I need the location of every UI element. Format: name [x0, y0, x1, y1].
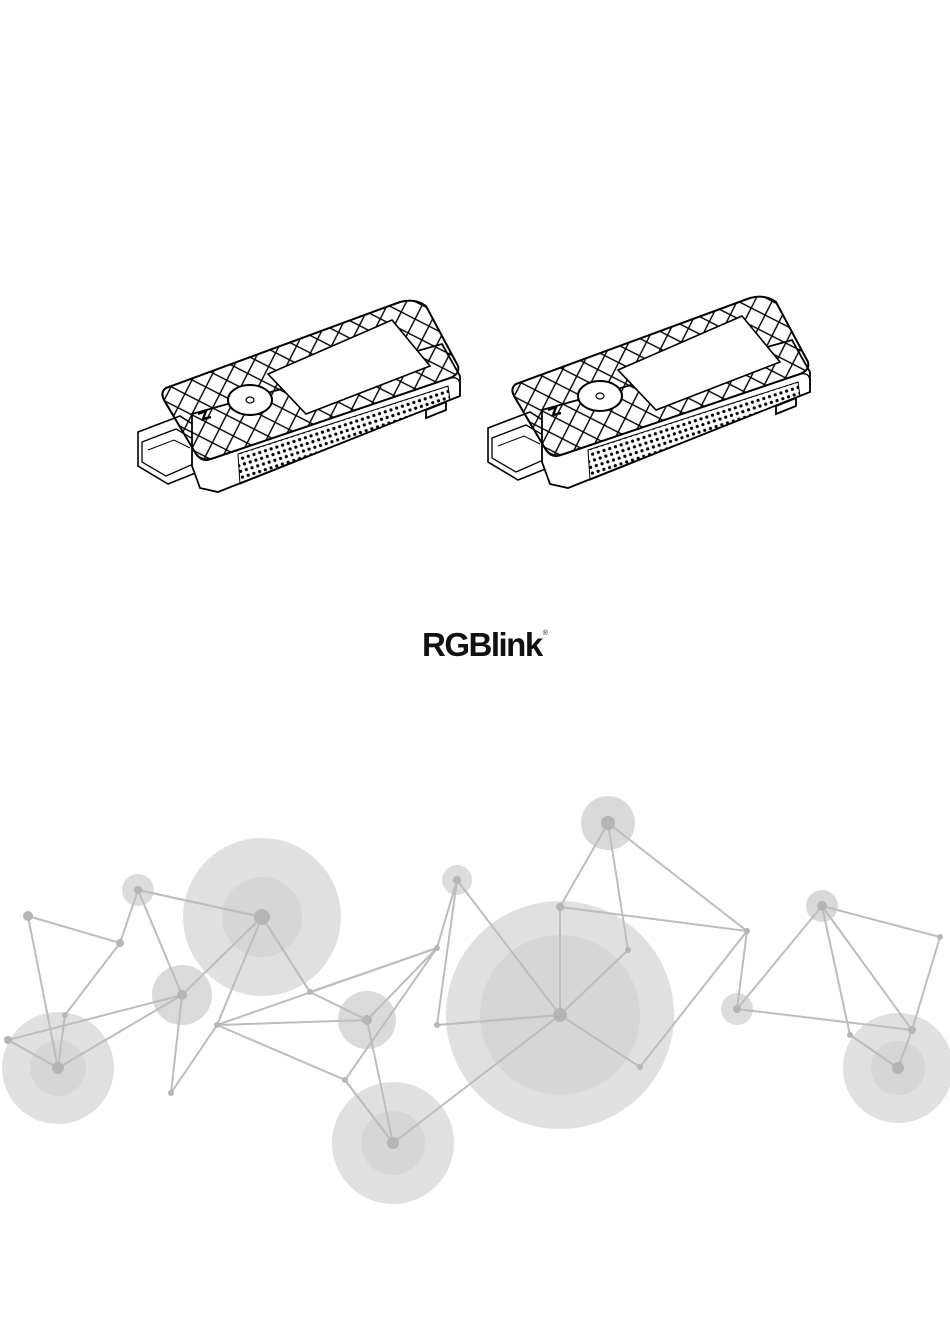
- hdmi-dongle-illustration-left: [130, 296, 475, 501]
- hdmi-dongle-illustration-right: [480, 292, 825, 497]
- logo-wordmark: RGBlink: [422, 628, 542, 661]
- registered-trademark-mark: ®: [543, 630, 548, 637]
- rgblink-logo: RGBlink ®: [422, 628, 548, 668]
- network-circles: [2, 796, 950, 1204]
- network-nodes-background: [0, 780, 950, 1220]
